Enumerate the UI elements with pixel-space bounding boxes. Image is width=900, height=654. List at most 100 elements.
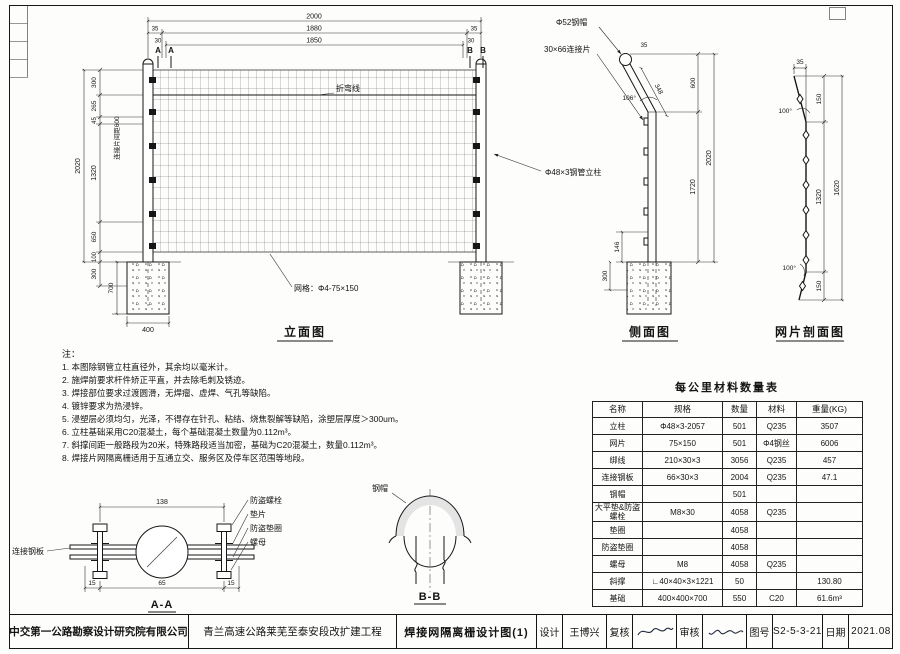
checker-signature xyxy=(633,615,677,648)
cell-material xyxy=(756,485,797,503)
angle-100-top: 100° xyxy=(779,107,793,115)
dim-45: 45 xyxy=(92,117,98,124)
dim-2000: 2000 xyxy=(306,14,322,21)
bolt-label: 防盗螺栓 xyxy=(250,495,282,505)
cell-name: 立柱 xyxy=(592,417,643,435)
col-header-material: 材料 xyxy=(756,401,797,418)
cell-material: Q235 xyxy=(756,451,797,469)
sheet-frame xyxy=(9,5,893,649)
cell-spec: 75×150 xyxy=(642,434,723,452)
mesh-section-view: 35 150 1320 150 1620 100° 100° 网片剖面图 xyxy=(775,59,844,342)
dim-400: 400 xyxy=(142,327,154,334)
nut-label: 螺母 xyxy=(250,537,266,547)
bent-top-segment xyxy=(621,63,649,113)
front-callouts: 折弯线 网格：Φ4-75×150 xyxy=(269,83,360,293)
aa-dimensions: 138 15 65 15 xyxy=(83,499,241,592)
detail-bb: 钢帽 B-B xyxy=(372,483,472,605)
cell-spec: 400×400×700 xyxy=(642,589,723,607)
detail-aa: 138 15 65 15 防盗螺栓 垫片 防盗垫圈 螺母 连接钢板 A-A xyxy=(12,495,282,613)
dim-35-left: 35 xyxy=(152,27,159,33)
connector-plate-label: 30×66连接片 xyxy=(544,44,590,54)
dim-265: 265 xyxy=(91,100,98,111)
cap-callout-label: 钢帽 xyxy=(372,483,388,493)
side-connector-plates xyxy=(643,117,649,246)
corner-mark-box xyxy=(829,7,846,20)
dim-1620: 1620 xyxy=(834,180,841,196)
checker-signature-scribble xyxy=(637,627,673,635)
side-footing xyxy=(626,261,672,315)
cell-spec: M8×30 xyxy=(642,502,723,522)
dim-30-left: 30 xyxy=(155,39,162,45)
section-marker-b1: B xyxy=(467,46,473,55)
cell-weight: 61.6m³ xyxy=(796,589,863,607)
dim-700: 700 xyxy=(108,282,115,293)
dim-1720: 1720 xyxy=(690,179,697,195)
dim-146: 146 xyxy=(614,241,621,252)
mesh-panel xyxy=(152,69,477,253)
side-dimensions: 348 35 106° 600 1720 2020 146 300 xyxy=(602,43,718,292)
dim-30-right: 30 xyxy=(468,39,475,45)
cap-outer-arc xyxy=(395,495,465,537)
cell-spec xyxy=(642,485,723,503)
drawing-number: S2-5-3-21 xyxy=(773,615,823,648)
cell-name: 连接钢板 xyxy=(592,468,643,486)
cell-weight xyxy=(796,521,863,539)
dim-2020-side: 2020 xyxy=(706,150,713,166)
cell-name: 大平垫&防盗螺栓 xyxy=(592,502,643,522)
right-post xyxy=(475,63,487,263)
cell-name: 防盗垫圈 xyxy=(592,538,643,556)
bend-line-label: 折弯线 xyxy=(336,83,360,93)
front-left-dimensions: 300 265 45 1320 650 100 300 2020 700 400… xyxy=(75,67,171,334)
dim-35-right: 35 xyxy=(471,27,478,33)
designer-name: 王博兴 xyxy=(563,615,607,648)
note-item: 5. 浸塑层必须均匀，光泽，不得存在针孔、粘结、烧焦裂解等缺陷，涂塑层厚度＞30… xyxy=(62,414,404,424)
cell-weight: 457 xyxy=(796,451,863,469)
front-top-dimensions: 2000 35 1880 35 30 1850 30 xyxy=(146,14,483,58)
section-marker-a1: A xyxy=(155,46,161,55)
material-table-title: 每公里材料数量表 xyxy=(675,382,779,394)
drawing-no-label: 图号 xyxy=(747,615,773,648)
dim-35-side: 35 xyxy=(641,43,648,49)
cell-weight xyxy=(796,502,863,522)
cell-name: 螺母 xyxy=(592,555,643,573)
cell-material: Q235 xyxy=(756,468,797,486)
design-label: 设计 xyxy=(537,615,563,648)
cell-weight xyxy=(796,538,863,556)
cell-qty: 2004 xyxy=(722,468,757,486)
mesh-spec-label: 网格：Φ4-75×150 xyxy=(294,283,359,293)
title-block: 中交第一公路勘察设计研究院有限公司 青兰高速公路莱芜至泰安段改扩建工程 焊接网隔… xyxy=(9,614,893,648)
left-post-cap xyxy=(142,58,154,65)
dim-138: 138 xyxy=(156,499,168,506)
cell-qty: 3056 xyxy=(722,451,757,469)
cell-name: 基础 xyxy=(592,589,643,607)
dim-35-mesh: 35 xyxy=(796,59,804,66)
cell-name: 垫圈 xyxy=(592,521,643,539)
bolt-assembly-right xyxy=(215,523,233,579)
cell-weight xyxy=(796,555,863,573)
cell-material xyxy=(756,538,797,556)
col-header-name: 名称 xyxy=(592,401,643,418)
connector-spacing-label: 连接片间距600 xyxy=(112,116,121,160)
bolt-assembly-left xyxy=(91,523,109,579)
cell-qty: 550 xyxy=(722,589,757,607)
dim-angle-106: 106° xyxy=(623,94,637,102)
notes-heading: 注： xyxy=(62,349,81,359)
note-item: 8. 焊接片网隔离栅适用于互通立交、服务区及停车区范围等地段。 xyxy=(62,453,310,463)
cell-qty: 4058 xyxy=(722,555,757,573)
detail-aa-title: A-A xyxy=(151,599,174,611)
col-header-weight: 重量(KG) xyxy=(796,401,863,418)
cap-wall-fill xyxy=(396,496,464,536)
cell-weight: 3507 xyxy=(796,417,863,435)
cell-weight: 130.80 xyxy=(796,572,863,590)
dim-150-bottom: 150 xyxy=(816,280,823,291)
note-item: 3. 焊接部位要求过渡圆滑，无焊瘤、虚焊、气孔等缺陷。 xyxy=(62,388,276,398)
mesh-section-dimensions: 35 150 1320 150 1620 100° 100° xyxy=(779,59,844,303)
